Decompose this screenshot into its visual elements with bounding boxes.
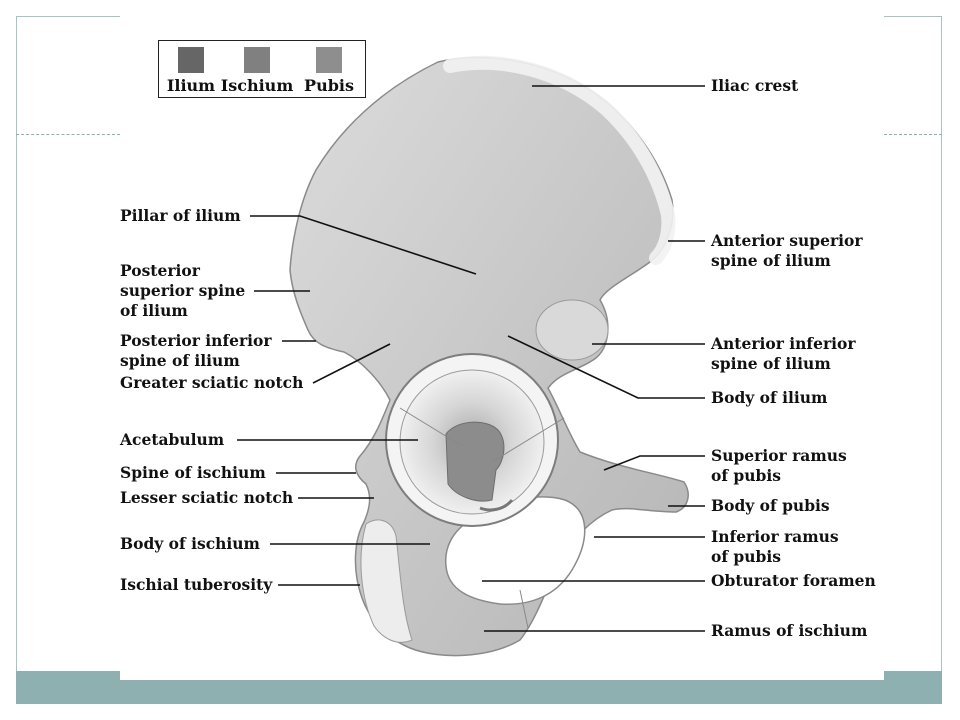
label-line: Acetabulum	[120, 430, 225, 449]
legend-swatch-ischium	[244, 47, 270, 73]
suture-line-3	[519, 589, 529, 629]
label-line: Spine of ischium	[120, 463, 266, 482]
label-greater-sciatic-notch: Greater sciatic notch	[120, 373, 303, 393]
label-ramus-of-ischium: Ramus of ischium	[711, 621, 867, 641]
iliac-crest-rim	[443, 55, 676, 265]
label-line: Ischial tuberosity	[120, 575, 273, 594]
acetabular-notch	[479, 498, 514, 512]
label-iliac-crest: Iliac crest	[711, 76, 798, 96]
label-line: Posterior inferior	[120, 331, 272, 350]
label-line: Body of pubis	[711, 496, 830, 515]
label-line: Iliac crest	[711, 76, 799, 95]
label-body-of-pubis: Body of pubis	[711, 496, 830, 516]
label-line: spine of ilium	[711, 251, 831, 270]
label-line: spine of ilium	[120, 351, 240, 370]
label-line: Lesser sciatic notch	[120, 488, 294, 507]
legend-label-ischium: Ischium	[220, 76, 294, 95]
divider-left	[16, 134, 120, 135]
divider-right	[884, 134, 942, 135]
label-body-of-ischium: Body of ischium	[120, 534, 260, 554]
leader-lines	[237, 85, 705, 632]
leader-greater-sciatic-notch	[312, 343, 391, 384]
label-lesser-sciatic-notch: Lesser sciatic notch	[120, 488, 293, 508]
label-line: spine of ilium	[711, 354, 831, 373]
legend-label-pubis: Pubis	[304, 76, 354, 95]
anterior-inferior-spine-shape	[535, 299, 609, 361]
leader-body-of-ilium	[507, 335, 705, 399]
label-line: Superior ramus	[711, 446, 847, 465]
label-line: Pillar of ilium	[120, 206, 241, 225]
leader-pillar-of-ilium	[250, 215, 477, 275]
label-line: Anterior inferior	[711, 334, 856, 353]
label-acetabulum: Acetabulum	[120, 430, 224, 450]
label-line: superior spine	[120, 281, 246, 300]
suture-line-1	[399, 407, 463, 447]
label-line: Greater sciatic notch	[120, 373, 304, 392]
label-line: Obturator foramen	[711, 571, 876, 590]
label-line: Body of ilium	[711, 388, 828, 407]
label-line: Anterior superior	[711, 231, 863, 250]
legend-entry-ilium: Ilium	[163, 47, 219, 95]
leader-superior-ramus	[603, 455, 705, 471]
label-body-of-ilium: Body of ilium	[711, 388, 827, 408]
label-line: of pubis	[711, 547, 781, 566]
legend-swatch-pubis	[316, 47, 342, 73]
legend: Ilium Ischium Pubis	[158, 40, 366, 98]
label-line: of ilium	[120, 301, 188, 320]
label-spine-of-ischium: Spine of ischium	[120, 463, 266, 483]
label-pillar-of-ilium: Pillar of ilium	[120, 206, 241, 226]
legend-entry-pubis: Pubis	[297, 47, 361, 95]
legend-label-ilium: Ilium	[166, 76, 216, 95]
ischial-tuberosity-shape	[360, 519, 413, 643]
label-ischial-tuberosity: Ischial tuberosity	[120, 575, 272, 595]
label-line: Ramus of ischium	[711, 621, 868, 640]
legend-entry-ischium: Ischium	[219, 47, 295, 95]
label-line: Inferior ramus	[711, 527, 839, 546]
label-line: Body of ischium	[120, 534, 260, 553]
label-obturator-foramen: Obturator foramen	[711, 571, 876, 591]
label-line: Posterior	[120, 261, 200, 280]
acetabular-fossa	[445, 421, 505, 502]
legend-swatch-ilium	[178, 47, 204, 73]
label-line: of pubis	[711, 466, 781, 485]
suture-line-2	[491, 417, 565, 463]
